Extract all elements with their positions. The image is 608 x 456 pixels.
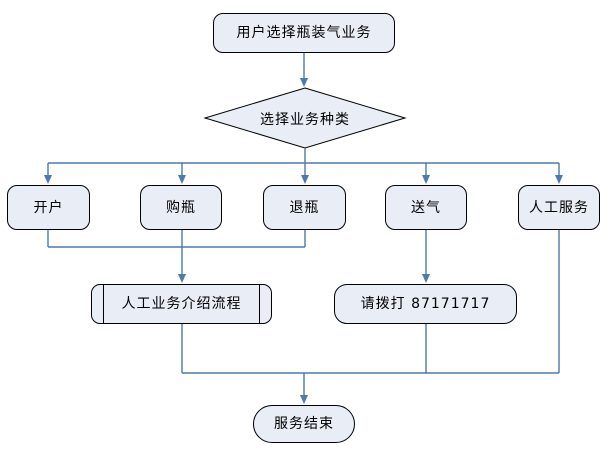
predefined-process-bar xyxy=(103,285,104,323)
node-buy-bottle-label: 购瓶 xyxy=(166,199,196,216)
node-return-bottle[interactable]: 退瓶 xyxy=(263,185,346,230)
arrowhead xyxy=(300,395,308,404)
arrowhead xyxy=(301,175,309,184)
arrowhead xyxy=(300,78,308,87)
node-open-account[interactable]: 开户 xyxy=(7,185,90,230)
node-call-number[interactable]: 请拨打 87171717 xyxy=(334,284,517,324)
node-call-number-label: 请拨打 87171717 xyxy=(360,296,491,312)
predefined-process-bar xyxy=(259,285,260,323)
node-manual-service-label: 人工服务 xyxy=(529,199,589,216)
node-gas-delivery-label: 送气 xyxy=(411,199,441,216)
arrowhead xyxy=(422,274,430,283)
decision-text: 选择业务种类 xyxy=(260,112,350,128)
node-open-account-label: 开户 xyxy=(33,199,64,216)
node-manual-intro[interactable]: 人工业务介绍流程 xyxy=(91,284,272,324)
arrowhead xyxy=(555,175,563,184)
connector-merge-to-manual-intro xyxy=(47,230,306,276)
node-start[interactable]: 用户选择瓶装气业务 xyxy=(213,13,395,53)
connector-decision-to-branches xyxy=(47,148,560,177)
node-manual-service[interactable]: 人工服务 xyxy=(518,185,600,230)
arrowhead xyxy=(178,274,186,283)
node-start-label: 用户选择瓶装气业务 xyxy=(236,25,372,41)
connector-to-end xyxy=(181,230,560,397)
node-end[interactable]: 服务结束 xyxy=(253,405,355,443)
arrowhead xyxy=(178,175,186,184)
node-gas-delivery[interactable]: 送气 xyxy=(385,185,467,230)
node-end-label: 服务结束 xyxy=(274,416,334,432)
node-decision-label: 选择业务种类 xyxy=(215,109,395,129)
arrowhead xyxy=(422,175,430,184)
node-return-bottle-label: 退瓶 xyxy=(289,199,320,216)
arrowhead xyxy=(44,175,52,184)
node-buy-bottle[interactable]: 购瓶 xyxy=(140,185,222,230)
node-manual-intro-label: 人工业务介绍流程 xyxy=(121,296,242,312)
